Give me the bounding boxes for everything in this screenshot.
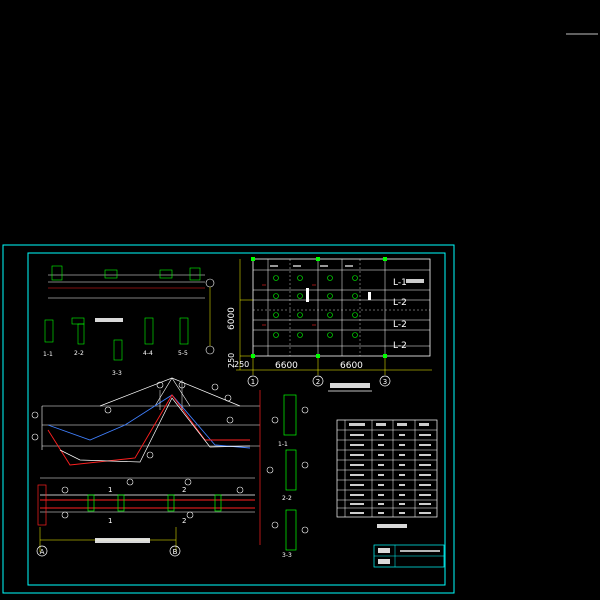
- section-label-5-5: 5-5: [178, 350, 188, 357]
- beam-elevation-diagram: [31, 377, 260, 466]
- axis-bubble-3: 3: [383, 378, 387, 386]
- title-block: [373, 544, 445, 568]
- rebar-schedule-table: [336, 419, 438, 528]
- top-section-strip: 1-1 2-2 3-3 4-4 5-5: [43, 265, 215, 377]
- column-section-3-3: 3-3: [282, 552, 292, 559]
- dim-left-250: 250: [227, 353, 236, 368]
- axis-bubble-1: 1: [251, 378, 255, 386]
- beam-tag-L2-a: L-2: [393, 298, 407, 308]
- section-label-2-2: 2-2: [74, 350, 84, 357]
- axis-bubble-A: A: [40, 548, 45, 556]
- section-label-1-1: 1-1: [43, 351, 53, 358]
- structural-plan: L-1 L-2 L-2 L-2 6000 250 250 6600 6600 1…: [227, 257, 432, 392]
- beam-tag-L1: L-1: [393, 278, 407, 288]
- section-mark-2a: 2: [182, 486, 186, 494]
- column-sections: 1-1 2-2 3-3: [259, 390, 309, 559]
- beam-detail-elevation: A B 1 1 2 2: [36, 477, 255, 557]
- section-label-3-3: 3-3: [112, 370, 122, 377]
- column-section-1-1: 1-1: [278, 441, 288, 448]
- dim-left-6000: 6000: [227, 307, 237, 330]
- beam-tag-L2-c: L-2: [393, 341, 407, 351]
- dim-bottom-250: 250: [234, 360, 249, 369]
- dim-bottom-6600-b: 6600: [340, 361, 363, 371]
- column-section-2-2: 2-2: [282, 495, 292, 502]
- section-label-4-4: 4-4: [143, 350, 153, 357]
- dim-bottom-6600-a: 6600: [275, 361, 298, 371]
- beam-tag-L2-b: L-2: [393, 320, 407, 330]
- section-mark-2b: 2: [182, 517, 186, 525]
- section-mark-1b: 1: [108, 517, 112, 525]
- axis-bubble-2: 2: [316, 378, 320, 386]
- axis-bubble-B: B: [173, 548, 178, 556]
- sheet-inner-border: [27, 252, 446, 586]
- sheet-outer-border: [2, 244, 455, 594]
- section-mark-1a: 1: [108, 486, 112, 494]
